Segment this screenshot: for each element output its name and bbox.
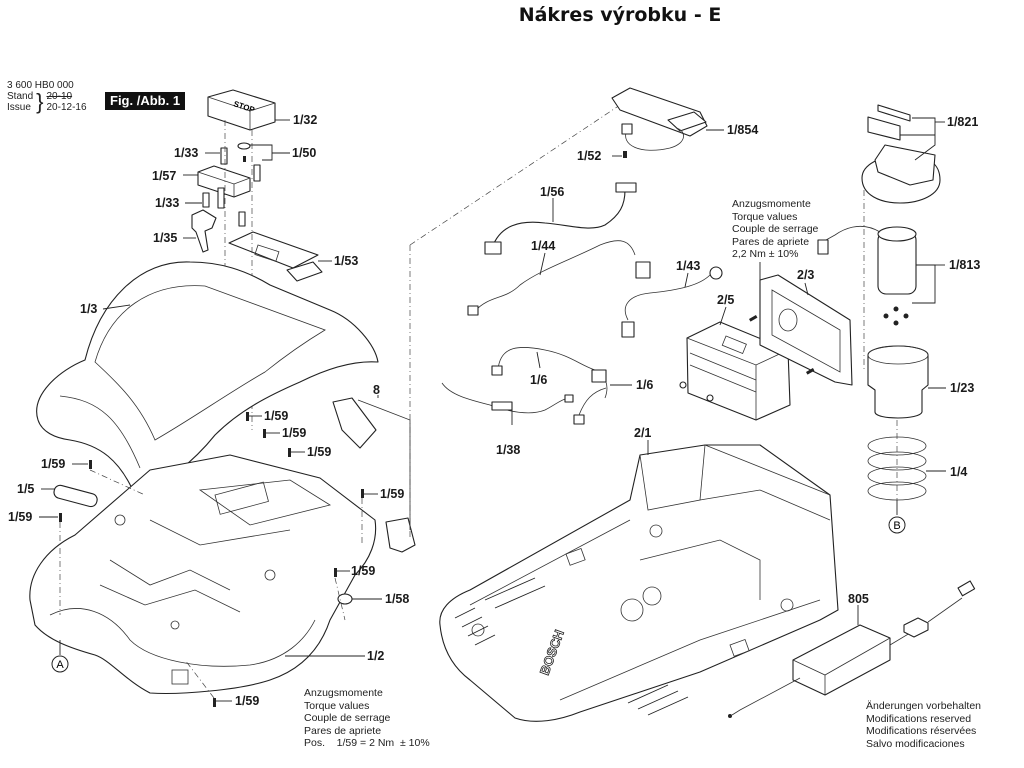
modifications-line: Salvo modificaciones xyxy=(866,737,965,750)
callout-1-43: 1/43 xyxy=(676,259,700,273)
callout-1-35: 1/35 xyxy=(153,231,177,245)
revision-info: Stand Issue } 20-10 20-12-16 xyxy=(7,89,87,114)
callout-1-2: 1/2 xyxy=(367,649,384,663)
page-title: Nákres výrobku - E xyxy=(518,4,722,26)
torque-note-line: Couple de serrage xyxy=(304,712,391,724)
torque-note-upper: Anzugsmomente Torque values Couple de se… xyxy=(732,198,818,261)
callout-1-4: 1/4 xyxy=(950,465,967,479)
torque-note-line: Anzugsmomente xyxy=(304,687,383,699)
modifications-line: Änderungen vorbehalten xyxy=(866,700,982,712)
reference-marker-a: A xyxy=(51,655,69,673)
callout-1-59-f: 1/59 xyxy=(380,487,404,501)
part-cable-1-56[interactable] xyxy=(484,182,637,255)
vent-slots-left xyxy=(454,577,546,646)
part-button-1-57[interactable] xyxy=(197,165,251,209)
part-cable-1-38[interactable] xyxy=(441,382,574,414)
part-cap-1-58[interactable] xyxy=(337,593,353,605)
callout-1-854: 1/854 xyxy=(727,123,758,137)
part-base-chassis-2-1[interactable]: BOSCH xyxy=(439,444,839,722)
modifications-line: Modifications réservées xyxy=(866,725,977,737)
callout-1-59-h: 1/59 xyxy=(235,694,259,708)
callout-1-6-left: 1/6 xyxy=(530,373,547,387)
svg-text:A: A xyxy=(56,659,64,671)
torque-note-line: Couple de serrage xyxy=(732,223,819,235)
part-label-1-821[interactable] xyxy=(867,104,911,141)
part-lever-1-35[interactable] xyxy=(191,209,217,253)
part-cable-1-43[interactable] xyxy=(621,266,723,338)
torque-note-line: Anzugsmomente xyxy=(732,198,811,210)
torque-note-lower: Anzugsmomente Torque values Couple de se… xyxy=(304,687,430,750)
modifications-line: Modifications reserved xyxy=(866,712,972,725)
screw-2-2nm-b xyxy=(805,368,815,375)
torque-note-value: 2,2 Nm ± 10% xyxy=(732,248,799,260)
issue-label: Issue xyxy=(7,102,31,113)
callout-805: 805 xyxy=(848,592,869,606)
callout-1-52: 1/52 xyxy=(577,149,601,163)
stand-value: 20-10 xyxy=(46,91,73,102)
brace-symbol: } xyxy=(36,89,44,114)
torque-note-line: Torque values xyxy=(304,699,370,712)
part-motor-cap[interactable] xyxy=(861,144,941,204)
callout-1-32: 1/32 xyxy=(293,113,317,127)
callout-1-58: 1/58 xyxy=(385,592,409,606)
issue-value: 20-12-16 xyxy=(46,102,87,113)
callout-1-821: 1/821 xyxy=(947,115,978,129)
part-motor-housing-1-23[interactable] xyxy=(867,345,929,419)
leader-lines xyxy=(39,117,946,702)
torque-note-value: Pos. 1/59 = 2 Nm ± 10% xyxy=(304,737,430,749)
callout-8: 8 xyxy=(373,383,380,397)
callout-1-59-a: 1/59 xyxy=(264,409,288,423)
callout-2-3: 2/3 xyxy=(797,268,814,282)
callout-1-59-g: 1/59 xyxy=(351,564,375,578)
modifications-note: Änderungen vorbehalten Modifications res… xyxy=(866,700,981,750)
callout-1-53: 1/53 xyxy=(334,254,358,268)
figure-badge: Fig. /Abb. 1 xyxy=(105,92,186,110)
callout-2-1: 2/1 xyxy=(634,426,651,440)
part-cable-1-6[interactable] xyxy=(491,347,608,425)
screws-1-59 xyxy=(59,412,364,707)
part-badge-1-5[interactable] xyxy=(53,484,99,508)
part-motor-1-813[interactable] xyxy=(817,225,917,295)
callout-1-813: 1/813 xyxy=(949,258,980,272)
vent-slots-right xyxy=(627,684,689,716)
torque-note-line: Pares de apriete xyxy=(304,724,382,737)
part-hood-1-3[interactable] xyxy=(36,261,379,496)
callout-1-59-c: 1/59 xyxy=(307,445,331,459)
part-panel-1-53[interactable] xyxy=(228,231,323,282)
callout-1-56: 1/56 xyxy=(540,185,564,199)
part-frame-2-3[interactable] xyxy=(759,274,853,386)
springs-and-screws xyxy=(202,142,261,227)
callout-1-6-right: 1/6 xyxy=(636,378,653,392)
part-sensor-1-854[interactable] xyxy=(611,87,708,151)
torque-note-line: Torque values xyxy=(732,210,798,223)
callout-1-50: 1/50 xyxy=(292,146,316,160)
callout-1-59-b: 1/59 xyxy=(282,426,306,440)
callout-1-57: 1/57 xyxy=(152,169,176,183)
stand-label: Stand xyxy=(7,91,34,102)
part-cable-1-44[interactable] xyxy=(467,240,651,316)
callout-1-5: 1/5 xyxy=(17,482,34,496)
torque-note-line: Pares de apriete xyxy=(732,235,810,248)
document-header: 3 600 HB0 000 Stand Issue } 20-10 20-12-… xyxy=(7,80,87,113)
reference-marker-b: B xyxy=(888,516,906,534)
callout-1-3: 1/3 xyxy=(80,302,97,316)
svg-text:B: B xyxy=(893,520,900,532)
callout-1-44: 1/44 xyxy=(531,239,555,253)
part-power-supply-805[interactable] xyxy=(728,580,976,718)
callout-1-33-upper: 1/33 xyxy=(174,146,198,160)
part-cover-1-32[interactable]: STOP xyxy=(207,89,276,131)
screw-1-52 xyxy=(623,151,627,158)
screw-2-2nm-a xyxy=(749,315,758,322)
callout-1-23: 1/23 xyxy=(950,381,974,395)
part-number: 3 600 HB0 000 xyxy=(7,80,74,91)
callout-1-59-d: 1/59 xyxy=(41,457,65,471)
callout-2-5: 2/5 xyxy=(717,293,734,307)
callout-1-33-lower: 1/33 xyxy=(155,196,179,210)
callout-1-59-e: 1/59 xyxy=(8,510,32,524)
part-housing-1-2[interactable] xyxy=(29,454,377,694)
screws-motor xyxy=(883,306,909,326)
callout-1-38: 1/38 xyxy=(496,443,520,457)
